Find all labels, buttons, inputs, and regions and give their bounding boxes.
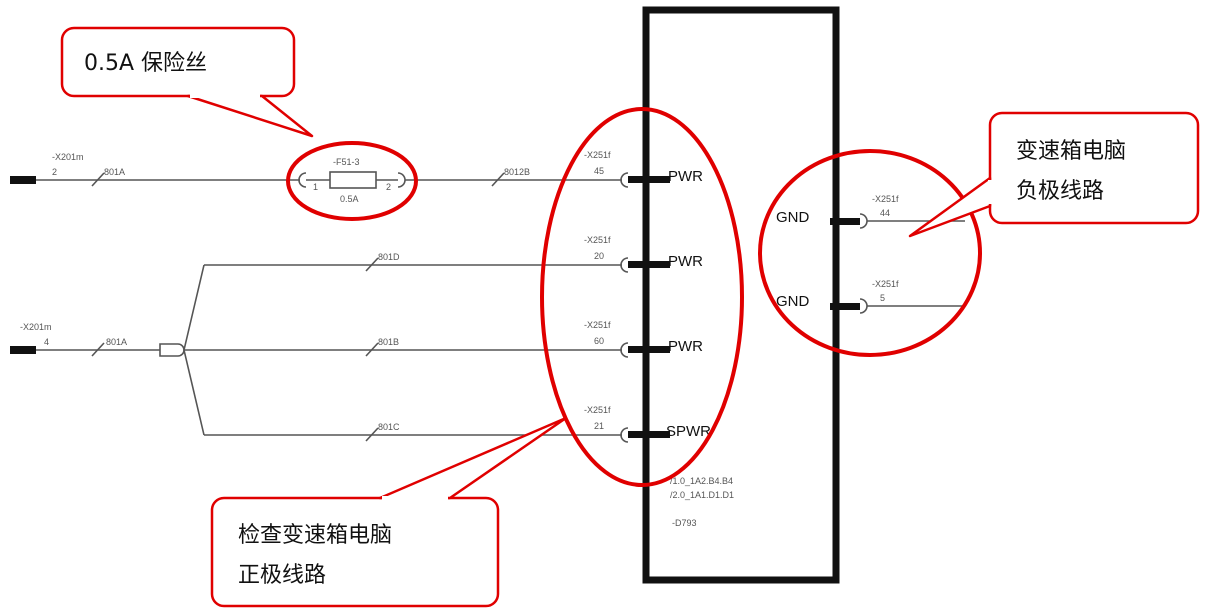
pin-ref-20: -X251f [584, 235, 611, 245]
wire-label-w6: 801C [378, 422, 400, 432]
pin-gnd-5 [830, 298, 965, 314]
fuse-pin-left: 1 [313, 182, 318, 192]
pin-label-pwr-45: PWR [668, 168, 703, 185]
connector-pin-bottom: 4 [44, 337, 49, 347]
pin-label-pwr-20: PWR [668, 253, 703, 270]
ecu-module-ref: -D793 [672, 518, 697, 528]
highlight-fuse-ellipse [286, 141, 418, 221]
pin-pwr-20 [620, 257, 670, 273]
callout-fuse [60, 26, 314, 138]
callout-negative-line1: 变速箱电脑 [1016, 139, 1126, 164]
pin-ref-60: -X251f [584, 320, 611, 330]
callout-positive [210, 416, 568, 608]
pin-pwr-60 [620, 342, 670, 358]
connector-ref-bottom: -X201m [20, 322, 52, 332]
callout-negative-line2: 负极线路 [1016, 179, 1104, 204]
wire-label-w2: 8012B [504, 167, 530, 177]
pin-spwr-21 [620, 427, 670, 443]
pin-num-21: 21 [594, 421, 604, 431]
connector-end-bottom [10, 346, 36, 354]
bottom-power-wire [10, 257, 622, 442]
fuse-ref: -F51-3 [333, 157, 360, 167]
pin-label-pwr-60: PWR [668, 338, 703, 355]
pin-label-gnd-44: GND [776, 209, 810, 226]
highlight-positive-ellipse [540, 107, 744, 487]
callout-positive-line1: 检查变速箱电脑 [238, 523, 392, 548]
ecu-box [642, 6, 840, 584]
ecu-ref-line2: /2.0_1A1.D1.D1 [670, 490, 734, 500]
pin-label-spwr-21: SPWR [666, 423, 711, 440]
top-power-wire [10, 172, 622, 187]
ecu-ref-line1: /1.0_1A2.B4.B4 [670, 476, 733, 486]
wire-label-w5: 801B [378, 337, 399, 347]
pin-ref-44: -X251f [872, 194, 899, 204]
fuse-pin-right: 2 [386, 182, 391, 192]
connector-ref-top: -X201m [52, 152, 84, 162]
callout-fuse-text: 0.5A 保险丝 [84, 51, 207, 76]
pin-label-gnd-5: GND [776, 293, 810, 310]
pin-num-45: 45 [594, 166, 604, 176]
pin-ref-45: -X251f [584, 150, 611, 160]
wire-label-w4: 801A [106, 337, 127, 347]
highlight-negative-ellipse [758, 149, 982, 357]
fuse-symbol [298, 171, 406, 189]
fuse-rating: 0.5A [340, 194, 359, 204]
pin-num-20: 20 [594, 251, 604, 261]
connector-pin-top: 2 [52, 167, 57, 177]
callout-positive-line2: 正极线路 [238, 563, 326, 588]
pin-num-5: 5 [880, 293, 885, 303]
pin-ref-5: -X251f [872, 279, 899, 289]
connector-end-top [10, 176, 36, 184]
wire-label-w3: 801D [378, 252, 400, 262]
wire-label-w1: 801A [104, 167, 125, 177]
callout-negative [908, 111, 1200, 238]
pin-pwr-45 [620, 172, 670, 188]
pin-num-44: 44 [880, 208, 890, 218]
pin-num-60: 60 [594, 336, 604, 346]
pin-ref-21: -X251f [584, 405, 611, 415]
